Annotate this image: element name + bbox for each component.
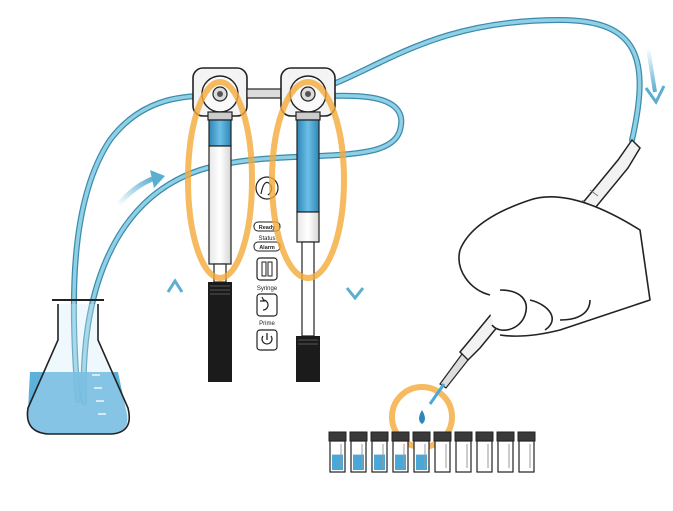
vial-icon — [475, 431, 494, 473]
valve-bridge — [246, 88, 282, 99]
ready-label: Ready — [259, 225, 276, 231]
prime-icon — [260, 296, 269, 311]
vial-icon — [496, 431, 515, 473]
power-icon — [261, 333, 273, 345]
hand — [458, 196, 651, 337]
alarm-label: Alarm — [259, 245, 275, 251]
output-tube — [310, 18, 642, 142]
vial-rack — [328, 431, 536, 473]
vial-icon — [391, 431, 410, 473]
prime-button[interactable] — [256, 293, 278, 317]
flask-glass — [26, 304, 131, 435]
vial-icon — [370, 431, 389, 473]
right-syringe-highlight — [269, 79, 347, 281]
intake-tube — [72, 94, 214, 402]
vial-liquid — [332, 454, 343, 470]
syringe-label: Syringe — [257, 286, 278, 292]
handpiece-tip — [439, 353, 469, 389]
vial-liquid — [353, 454, 364, 470]
alarm-badge: Alarm — [253, 241, 281, 252]
vial-icon — [412, 431, 431, 473]
flow-arrow-icon — [116, 47, 666, 325]
tip-liquid — [428, 383, 446, 405]
arrow-down-output — [646, 47, 657, 93]
vial-icon — [433, 431, 452, 473]
control-panel: Ready Status Alarm Syringe — [253, 176, 281, 351]
vial-liquid — [395, 454, 406, 470]
flask-graduations — [92, 374, 106, 415]
flask-liquid — [27, 372, 128, 434]
vial-icon — [328, 431, 347, 473]
droplet — [419, 410, 425, 424]
status-label: Status — [258, 236, 275, 242]
arrow-into-pump — [116, 175, 156, 207]
highlights — [185, 79, 455, 450]
syringe-pump-icon: Ready Status Alarm Syringe — [192, 67, 336, 382]
syringe-icon — [261, 261, 273, 277]
power-button[interactable] — [256, 329, 278, 351]
vial-liquid — [416, 454, 427, 470]
left-syringe — [207, 111, 233, 382]
vial-icon — [517, 431, 536, 473]
prime-label: Prime — [259, 321, 275, 327]
flask-icon — [26, 299, 131, 435]
left-syringe-highlight — [185, 79, 255, 281]
vial-icon — [349, 431, 368, 473]
right-syringe — [295, 111, 321, 382]
vial-liquid — [374, 454, 385, 470]
vial-icon — [454, 431, 473, 473]
output-tube-outline — [309, 16, 643, 143]
syringe-button[interactable] — [256, 257, 278, 281]
